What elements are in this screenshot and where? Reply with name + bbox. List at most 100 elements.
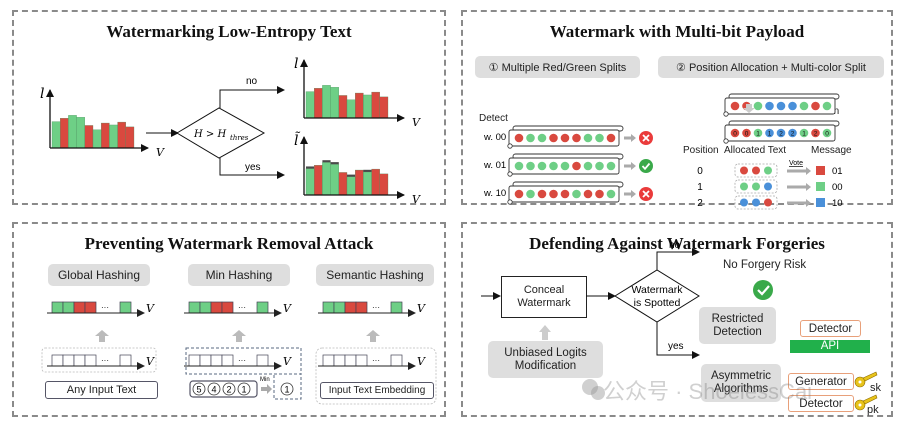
token-dot <box>753 101 763 111</box>
bar <box>330 164 339 196</box>
number-value: 2 <box>226 385 231 395</box>
empty-vocab-row: ··· V <box>47 354 155 370</box>
number-circle <box>237 382 251 396</box>
token-dot <box>572 189 581 199</box>
bar <box>305 168 315 196</box>
allocated-dot <box>764 166 772 175</box>
decision-diamond <box>176 107 266 159</box>
x-axis-label: V <box>412 116 421 129</box>
key-shaft <box>862 371 878 382</box>
subheader-allocation: ② Position Allocation + Multi-color Spli… <box>658 56 884 78</box>
restricted-detection-box: Restricted Detection <box>699 307 776 344</box>
bar <box>322 162 331 196</box>
bar <box>379 96 389 119</box>
key-hole <box>858 380 862 384</box>
vocab-label: V <box>417 302 426 315</box>
scroll-curl <box>507 171 513 177</box>
scroll-curl <box>723 138 729 144</box>
up-arrow-icon <box>366 330 380 342</box>
conceal-watermark-box: Conceal Watermark <box>501 276 587 318</box>
hash-cell <box>322 301 335 314</box>
conceal-watermark-label: Conceal Watermark <box>517 284 571 309</box>
yes-label: yes <box>245 162 261 173</box>
token-position: 2 <box>814 131 818 138</box>
hash-cell <box>73 354 86 367</box>
check-icon <box>753 280 773 300</box>
token-dot <box>583 189 593 199</box>
result-arrow <box>624 190 636 198</box>
header-semantic-hashing: Semantic Hashing <box>316 264 434 286</box>
input-logits-chart: lV <box>40 86 165 159</box>
asymmetric-algorithms-box: Asymmetric Algorithms <box>701 364 781 402</box>
spotted-line2: is Spotted <box>634 297 681 309</box>
hash-cell <box>390 301 403 314</box>
allocated-dot <box>752 166 760 175</box>
hash-cell <box>333 354 346 367</box>
watermark-overlay: 公众号 · ShoelessCai <box>603 379 813 404</box>
y-axis-label: l <box>40 86 44 102</box>
token-dot <box>811 101 820 111</box>
vote-label: Vote <box>789 160 803 167</box>
vocab-label: V <box>417 355 426 368</box>
decision-subscript: thres <box>230 134 249 142</box>
hash-cell <box>84 301 97 314</box>
vocab-label: V <box>146 355 155 368</box>
pk-key-icon <box>854 394 878 411</box>
token-dot <box>537 133 547 143</box>
sk-key-icon <box>854 371 878 388</box>
row-label: w. 10 <box>483 188 506 199</box>
token-dot <box>514 189 524 199</box>
token-dot <box>606 189 616 199</box>
hash-cell <box>51 301 64 314</box>
bar <box>109 124 118 149</box>
message-value: 01 <box>832 166 843 177</box>
min-arrow-icon <box>261 384 272 394</box>
number-value: 1 <box>241 385 246 395</box>
hashed-vocab-row: ···V <box>184 301 292 317</box>
panel-forgeries: Defending Against Watermark Forgeries Co… <box>461 222 893 417</box>
allocated-dot <box>752 182 760 191</box>
bar <box>379 173 389 196</box>
message-value: 00 <box>832 182 843 193</box>
token-dot <box>822 101 832 111</box>
token-dot <box>537 161 547 171</box>
token-position: 0 <box>733 131 737 138</box>
bar <box>314 88 323 119</box>
wechat-logo-icon <box>582 379 598 395</box>
panel-removal-attack: Preventing Watermark Removal Attack Glob… <box>12 222 446 417</box>
token-dot <box>560 161 570 171</box>
token-dot <box>549 161 558 171</box>
bar <box>355 92 364 119</box>
bar <box>76 117 85 149</box>
token-dot <box>606 133 616 143</box>
watermark-scroll <box>507 153 624 177</box>
yes-branch <box>219 158 285 179</box>
api-bar: API <box>790 340 870 353</box>
hash-cell <box>199 301 212 314</box>
hashed-vocab-row: ···V <box>318 301 426 317</box>
hashed-vocab-row: ···V <box>47 301 155 317</box>
hash-cell <box>344 301 357 314</box>
vocab-label: V <box>146 302 155 315</box>
allocated-group-box <box>734 163 778 178</box>
bar <box>322 85 331 119</box>
hash-cell <box>62 354 75 367</box>
sk-label: sk <box>870 382 881 394</box>
hash-cell <box>188 354 201 367</box>
header-position: Position <box>683 145 719 156</box>
decision-label: H > H <box>193 129 226 140</box>
hash-cell <box>333 301 346 314</box>
token-dot <box>526 133 535 143</box>
scroll-curl <box>507 143 513 149</box>
ellipsis: ··· <box>101 356 109 365</box>
bar <box>101 122 110 149</box>
up-arrow-icon <box>232 330 246 342</box>
allocated-group-box <box>734 179 778 194</box>
token-dot <box>595 189 604 199</box>
yes-branch <box>656 322 700 359</box>
vote-arrow <box>787 199 811 207</box>
check-icon <box>639 159 653 173</box>
no-label: no <box>669 240 681 251</box>
